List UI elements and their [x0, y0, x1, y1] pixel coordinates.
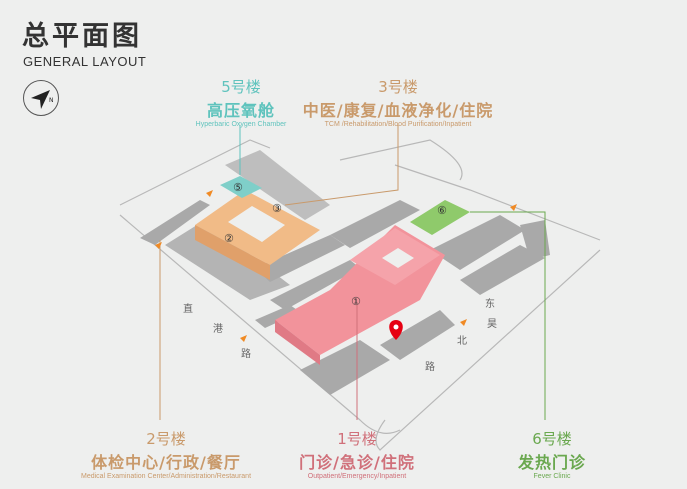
building-6	[410, 200, 470, 235]
marker-3: ③	[272, 202, 282, 215]
leader-lines	[159, 125, 546, 420]
building-6-name: 发热门诊	[517, 453, 587, 472]
building-5-number: 5号楼	[221, 78, 261, 96]
building-6-number: 6号楼	[532, 430, 572, 448]
street-west-2: 港	[213, 324, 223, 335]
location-pin-icon[interactable]	[389, 320, 403, 340]
building-3-label[interactable]: 3号楼 中医/康复/血液净化/住院 TCM /Rehabilitation/Bl…	[303, 76, 494, 128]
marker-2: ②	[224, 232, 234, 245]
building-3-name: 中医/康复/血液净化/住院	[302, 101, 494, 120]
building-2-name: 体检中心/行政/餐厅	[91, 453, 241, 472]
street-east-2: 昊	[487, 319, 497, 330]
building-2-3	[195, 190, 320, 280]
building-2-label[interactable]: 2号楼 体检中心/行政/餐厅 Medical Examination Cente…	[81, 428, 251, 480]
building-1-name-en: Outpatient/Emergency/Inpatient	[307, 473, 407, 480]
building-3-name-en: TCM /Rehabilitation/Blood Purification/I…	[324, 121, 472, 128]
building-6-label[interactable]: 6号楼 发热门诊 Fever Clinic	[518, 428, 586, 480]
street-east-1: 东	[485, 299, 495, 310]
building-3-number: 3号楼	[378, 78, 418, 96]
building-1	[275, 225, 445, 365]
marker-6: ⑥	[437, 204, 447, 217]
building-1-number: 1号楼	[337, 430, 377, 448]
building-5-name-en: Hyperbaric Oxygen Chamber	[195, 121, 287, 128]
building-5	[220, 176, 262, 198]
building-6-name-en: Fever Clinic	[533, 473, 571, 480]
compass-label: N	[49, 97, 54, 104]
street-west-1: 直	[183, 304, 193, 315]
building-2-number: 2号楼	[146, 430, 186, 448]
outer-roads	[119, 139, 601, 451]
road-blocks	[140, 150, 550, 395]
building-2-name-en: Medical Examination Center/Administratio…	[80, 473, 252, 480]
building-1-label[interactable]: 1号楼 门诊/急诊/住院 Outpatient/Emergency/Inpati…	[299, 428, 415, 480]
page-subtitle: GENERAL LAYOUT	[23, 54, 147, 69]
compass-north-icon: N	[23, 80, 59, 116]
building-1-name: 门诊/急诊/住院	[299, 453, 415, 472]
marker-5: ⑤	[233, 181, 243, 194]
page-title: 总平面图	[22, 21, 142, 52]
street-west-3: 路	[241, 349, 251, 360]
marker-1: ①	[351, 295, 361, 308]
street-east-4: 路	[425, 362, 435, 373]
building-5-name: 高压氧舱	[206, 101, 275, 120]
street-east-3: 北	[457, 336, 467, 347]
entrance-icons	[155, 190, 517, 342]
building-5-label[interactable]: 5号楼 高压氧舱 Hyperbaric Oxygen Chamber	[196, 76, 287, 128]
